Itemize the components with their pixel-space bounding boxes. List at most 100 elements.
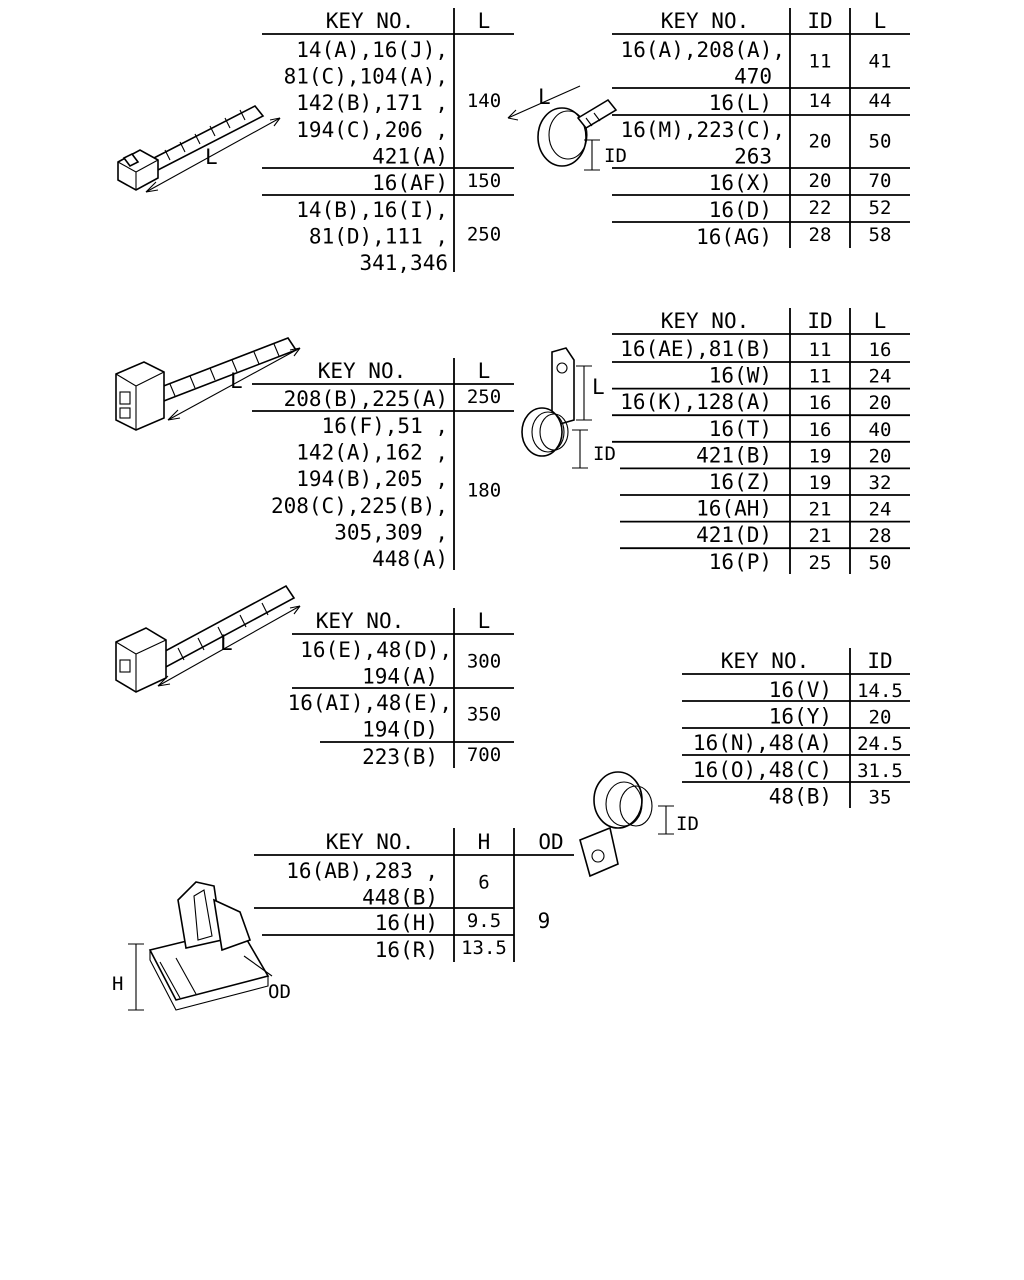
id-value: 11 xyxy=(809,339,832,361)
key-number: 14(B),16(I), xyxy=(296,198,448,222)
key-number: 208(C),225(B), xyxy=(271,494,448,518)
header-h: H xyxy=(478,830,491,854)
key-number: 16(H) xyxy=(375,911,438,935)
id-value: 14.5 xyxy=(857,680,903,702)
cable-tie-illustration: L xyxy=(117,104,281,193)
length-value: 52 xyxy=(869,197,892,219)
id-value: 35 xyxy=(869,786,892,808)
length-value: 180 xyxy=(467,480,501,502)
key-number: 16(T) xyxy=(709,417,772,441)
key-number: 16(AI),48(E), xyxy=(288,691,452,715)
dim-label-l: L xyxy=(230,369,243,393)
dim-label-l: L xyxy=(220,631,233,655)
dim-label-id: ID xyxy=(676,813,699,835)
key-number: 16(E),48(D), xyxy=(300,638,452,662)
length-value: 70 xyxy=(869,170,892,192)
key-number: 16(Z) xyxy=(709,470,772,494)
id-value: 20 xyxy=(809,170,832,192)
key-number: 81(C),104(A), xyxy=(284,65,448,89)
length-value: 700 xyxy=(467,744,501,766)
header-key-no: KEY NO. xyxy=(661,9,750,33)
length-value: 40 xyxy=(869,419,892,441)
id-value: 21 xyxy=(809,525,832,547)
cable-tie-long-illustration: L xyxy=(115,584,301,693)
id-value: 22 xyxy=(809,197,832,219)
height-value: 9.5 xyxy=(467,910,501,932)
dim-label-id: ID xyxy=(604,145,627,167)
saddle-clamp-illustration: ID xyxy=(579,771,699,878)
header-id: ID xyxy=(807,309,832,333)
key-number: 16(AH) xyxy=(696,497,772,521)
key-number: 142(B),171 , xyxy=(296,91,448,115)
length-value: 58 xyxy=(869,224,892,246)
key-number: 208(B),225(A) xyxy=(284,387,448,411)
key-number: 16(P) xyxy=(709,550,772,574)
ring-clamp-illustration: L ID xyxy=(507,85,627,171)
key-number: 16(N),48(A) xyxy=(693,731,832,755)
length-value: 24 xyxy=(869,366,892,388)
header-od: OD xyxy=(538,830,563,854)
header-key-no: KEY NO. xyxy=(318,359,407,383)
id-value: 24.5 xyxy=(857,733,903,755)
key-number: 194(C),206 , xyxy=(296,118,448,142)
length-value: 20 xyxy=(869,392,892,414)
id-value: 20 xyxy=(809,130,832,152)
height-value: 13.5 xyxy=(461,937,507,959)
id-value: 16 xyxy=(809,392,832,414)
key-number: 16(AB),283 , xyxy=(286,859,438,883)
key-number: 16(L) xyxy=(709,91,772,115)
length-value: 50 xyxy=(869,130,892,152)
length-value: 350 xyxy=(467,703,501,725)
key-number: 421(A) xyxy=(372,144,448,168)
id-value: 25 xyxy=(809,552,832,574)
header-key-no: KEY NO. xyxy=(316,609,405,633)
key-number: 16(M),223(C), xyxy=(621,118,785,142)
length-value: 150 xyxy=(467,170,501,192)
header-l: L xyxy=(478,359,491,383)
key-number: 448(B) xyxy=(362,886,438,910)
id-value: 19 xyxy=(809,445,832,467)
id-value: 16 xyxy=(809,419,832,441)
key-number: 16(O),48(C) xyxy=(693,758,832,782)
length-value: 50 xyxy=(869,552,892,574)
table-push-clip: KEY NO. H OD 9 16(AB),283 ,448(B)616(H)9… xyxy=(254,828,574,962)
key-number: 305,309 , xyxy=(334,520,448,544)
dim-label-l: L xyxy=(592,375,605,399)
key-number: 194(D) xyxy=(362,718,438,742)
length-value: 250 xyxy=(467,386,501,408)
key-number: 341,346 xyxy=(359,251,448,275)
length-value: 140 xyxy=(467,90,501,112)
key-number: 16(Y) xyxy=(769,705,832,729)
dim-label-l: L xyxy=(205,145,218,169)
id-value: 31.5 xyxy=(857,760,903,782)
header-l: L xyxy=(478,9,491,33)
header-key-no: KEY NO. xyxy=(326,9,415,33)
length-value: 44 xyxy=(869,90,892,112)
header-id: ID xyxy=(867,649,892,673)
table-cable-tie-long: KEY NO. L 16(E),48(D),194(A)30016(AI),48… xyxy=(288,608,514,769)
key-number: 223(B) xyxy=(362,745,438,769)
length-value: 20 xyxy=(869,445,892,467)
length-value: 300 xyxy=(467,650,501,672)
key-number: 448(A) xyxy=(372,547,448,571)
dim-label-h: H xyxy=(112,973,123,995)
key-number: 421(B) xyxy=(696,443,772,467)
od-value: 9 xyxy=(538,909,551,933)
key-number: 421(D) xyxy=(696,523,772,547)
id-value: 28 xyxy=(809,224,832,246)
key-number: 16(R) xyxy=(375,938,438,962)
id-value: 11 xyxy=(809,50,832,72)
key-number: 16(A),208(A), xyxy=(621,38,785,62)
key-number: 16(K),128(A) xyxy=(620,390,772,414)
key-number: 16(AE),81(B) xyxy=(620,337,772,361)
key-number: 14(A),16(J), xyxy=(296,38,448,62)
key-number: 16(F),51 , xyxy=(322,414,448,438)
key-number: 263 xyxy=(734,145,772,169)
table-cable-tie-small: KEY NO. L 14(A),16(J), 81(C),104(A),142(B… xyxy=(262,8,514,275)
id-value: 11 xyxy=(809,366,832,388)
key-number: 16(V) xyxy=(769,678,832,702)
id-value: 20 xyxy=(869,707,892,729)
